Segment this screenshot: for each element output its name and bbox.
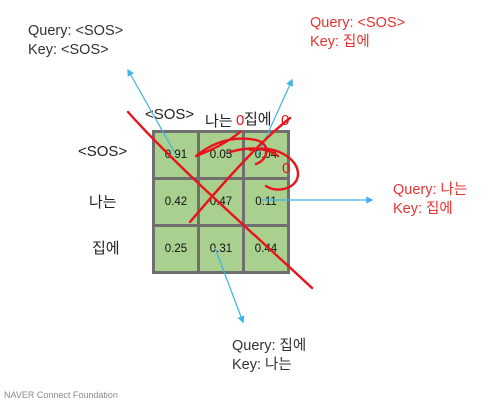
attention-matrix: 0.91 0.05 0.04 0.42 0.47 0.11 0.25 0.31 … xyxy=(152,130,290,274)
handwritten-zero: 0 xyxy=(281,112,289,129)
matrix-cell: 0.91 xyxy=(155,133,197,177)
matrix-cell: 0.44 xyxy=(245,227,287,271)
annotation-key: Key: 집에 xyxy=(393,201,453,217)
matrix-cell: 0.25 xyxy=(155,227,197,271)
annotation-bottom: Query: 집에 Key: 나는 xyxy=(232,337,306,375)
matrix-cell: 0.05 xyxy=(200,133,242,177)
row-header-jibe: 집에 xyxy=(92,240,120,257)
footer-credit: NAVER Connect Foundation xyxy=(4,390,118,400)
matrix-cell: 0.42 xyxy=(155,180,197,224)
annotation-query: Query: 집에 xyxy=(232,338,307,354)
matrix-cell: 0.04 xyxy=(245,133,287,177)
row-header-sos: <SOS> xyxy=(78,143,128,160)
column-header-naneun: 나는 xyxy=(205,113,233,130)
annotation-key: Key: <SOS> xyxy=(28,42,109,58)
matrix-cell: 0.47 xyxy=(200,180,242,224)
annotation-query: Query: <SOS> xyxy=(310,15,406,31)
row-header-naneun: 나는 xyxy=(89,194,117,211)
matrix-cell: 0.31 xyxy=(200,227,242,271)
annotation-query: Query: <SOS> xyxy=(28,23,124,39)
annotation-top-right: Query: <SOS> Key: 집에 xyxy=(310,14,405,52)
column-header-sos: <SOS> xyxy=(145,106,195,123)
annotation-key: Key: 나는 xyxy=(232,357,292,373)
matrix-cell: 0.11 xyxy=(245,180,287,224)
annotation-key: Key: 집에 xyxy=(310,34,370,50)
annotation-right: Query: 나는 Key: 집에 xyxy=(393,181,467,219)
column-header-jibe: 집에 xyxy=(244,111,272,128)
annotation-top-left: Query: <SOS> Key: <SOS> xyxy=(28,22,123,60)
annotation-query: Query: 나는 xyxy=(393,182,468,198)
